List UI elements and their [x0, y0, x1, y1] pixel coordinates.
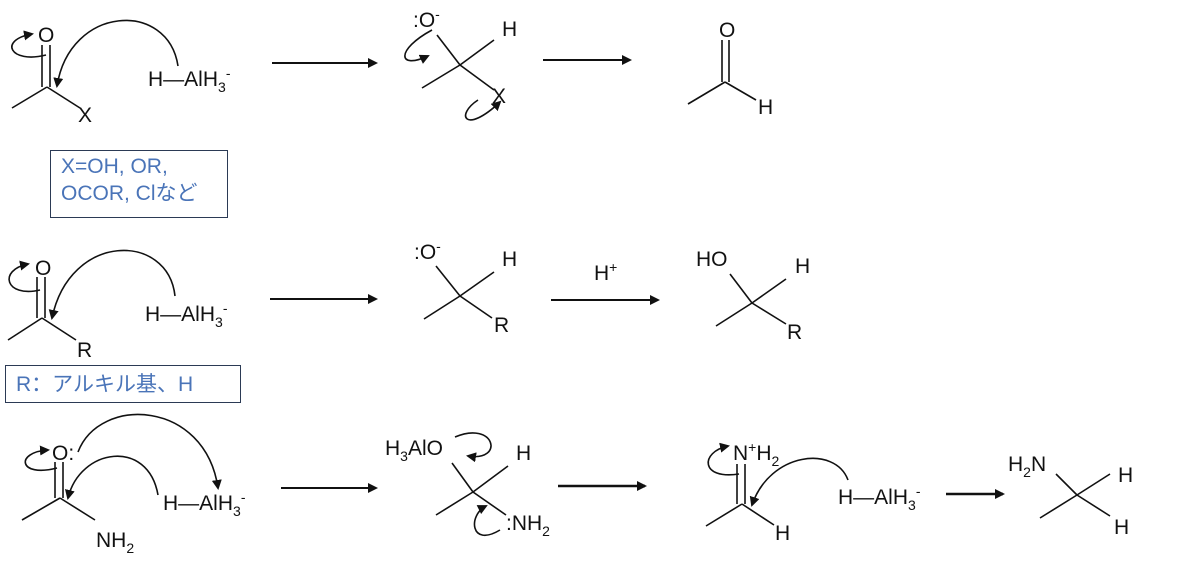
- note-line-2: OCOR, Clなど: [61, 182, 198, 205]
- c-h-bond: [472, 465, 509, 493]
- oxygen-leaving-arrow: [454, 432, 492, 463]
- tetrahedral-intermediate: [421, 34, 495, 91]
- pi-bond-arrow: [707, 442, 740, 476]
- amine-group: H2N: [1008, 453, 1046, 480]
- proton-label: H+: [594, 259, 617, 285]
- c-r-bond: [751, 302, 787, 325]
- carbonyl-structure: [7, 277, 77, 341]
- carbonyl-oxygen: O: [38, 24, 54, 47]
- c-x-bond: [459, 64, 495, 91]
- hydride-reagent: H—AlH3-: [163, 489, 246, 519]
- c-h-bond: [741, 503, 775, 526]
- leaving-group-arrow: [464, 99, 502, 121]
- hydride-reagent: H—AlH3-: [148, 65, 231, 95]
- c-r-bond: [459, 295, 493, 319]
- c-o-bond: [729, 273, 753, 304]
- aldehyde-oxygen: O: [719, 19, 735, 42]
- hydrogen-label: H: [795, 255, 810, 278]
- c-h-bond-2: [1076, 494, 1111, 517]
- c-h-bond: [751, 278, 787, 304]
- leaving-group-x: X: [492, 85, 506, 108]
- hydroxyl-group: HO: [696, 248, 728, 271]
- reform-carbonyl-arrow: [404, 29, 433, 64]
- pi-bond-arrow: [11, 30, 47, 58]
- methyl-bond: [7, 317, 43, 341]
- methyl-bond: [715, 302, 753, 327]
- methyl-bond: [421, 64, 461, 89]
- hydrogen-label: H: [502, 18, 517, 41]
- row-1-acid-derivative-reduction: O X H—AlH3- :O- H X O H: [11, 6, 773, 127]
- aluminate-intermediate: [435, 462, 509, 516]
- c-h-bond: [724, 81, 757, 101]
- alkoxide-oxygen: :O-: [414, 238, 441, 264]
- amide-oxygen: O:: [52, 442, 74, 465]
- pi-bond-arrow: [8, 260, 41, 293]
- methyl-bond: [687, 81, 726, 105]
- amine-product: [1039, 473, 1111, 519]
- alkoxide-oxygen: :O-: [413, 6, 440, 32]
- iminium-hydrogen: H: [775, 522, 790, 545]
- c-h-bond: [459, 271, 495, 297]
- hydride-attack-arrow: [65, 455, 159, 500]
- c-h-bond: [459, 39, 495, 66]
- hydride-reagent: H—AlH3-: [838, 483, 921, 513]
- hydrogen-label-2: H: [1114, 516, 1129, 539]
- hydrogen-label-1: H: [1118, 464, 1133, 487]
- lone-pair-arrow: [473, 505, 501, 537]
- c-o-bond: [451, 462, 474, 493]
- aldehyde-product: [687, 40, 757, 105]
- hydride-attack-arrow: [48, 249, 176, 320]
- note-line: R：アルキル基、H: [16, 373, 194, 396]
- c-x-bond: [46, 86, 81, 109]
- hydrogen-label: H: [516, 442, 531, 465]
- leaving-group-x: X: [78, 104, 92, 127]
- amine-group: NH2: [96, 529, 134, 556]
- c-o-bond: [435, 265, 461, 297]
- alcohol-product: [715, 273, 787, 327]
- methyl-bond: [435, 491, 474, 516]
- hydride-attack-arrow: [749, 457, 849, 507]
- pi-bond-arrow: [24, 445, 58, 471]
- hydride-attack-arrow: [53, 19, 179, 88]
- oxygen-to-al-arrow: [77, 413, 222, 490]
- r-group: R: [494, 314, 509, 337]
- r-group: R: [787, 321, 802, 344]
- c-n-bond: [59, 497, 96, 521]
- aldehyde-hydrogen: H: [758, 96, 773, 119]
- iminium-structure: [705, 464, 775, 527]
- hydrogen-label: H: [502, 248, 517, 271]
- c-n-bond: [472, 491, 507, 516]
- c-n-bond: [1055, 473, 1078, 496]
- row-2-ketone-aldehyde-reduction: O R H—AlH3- :O- H R H+ HO H R: [7, 238, 810, 362]
- methyl-bond: [705, 503, 743, 527]
- substituent-note-r: R：アルキル基、H: [5, 365, 241, 403]
- aluminate-group: H3AlO: [385, 437, 443, 464]
- c-h-bond-1: [1076, 473, 1111, 496]
- alkoxide-intermediate: [423, 265, 495, 320]
- hydride-reagent: H—AlH3-: [145, 300, 228, 330]
- methyl-bond: [1039, 494, 1078, 519]
- carbonyl-oxygen: O: [35, 257, 51, 280]
- carbonyl-structure: [11, 45, 81, 109]
- substituent-note-x: X=OH, OR, OCOR, Clなど: [50, 150, 228, 218]
- r-group: R: [77, 339, 92, 362]
- c-o-bond: [436, 34, 461, 66]
- methyl-bond: [423, 295, 461, 320]
- methyl-bond: [11, 86, 48, 109]
- c-r-bond: [41, 317, 77, 341]
- iminium-nitrogen: N+H2: [733, 439, 780, 469]
- amine-lone-pair: :NH2: [506, 512, 550, 539]
- row-3-amide-reduction: O: NH2 H—AlH3- H3AlO H :NH2 N+H2 H H—AlH: [21, 413, 1133, 556]
- amide-structure: [21, 462, 96, 521]
- methyl-bond: [21, 497, 61, 521]
- note-line-1: X=OH, OR,: [61, 155, 168, 178]
